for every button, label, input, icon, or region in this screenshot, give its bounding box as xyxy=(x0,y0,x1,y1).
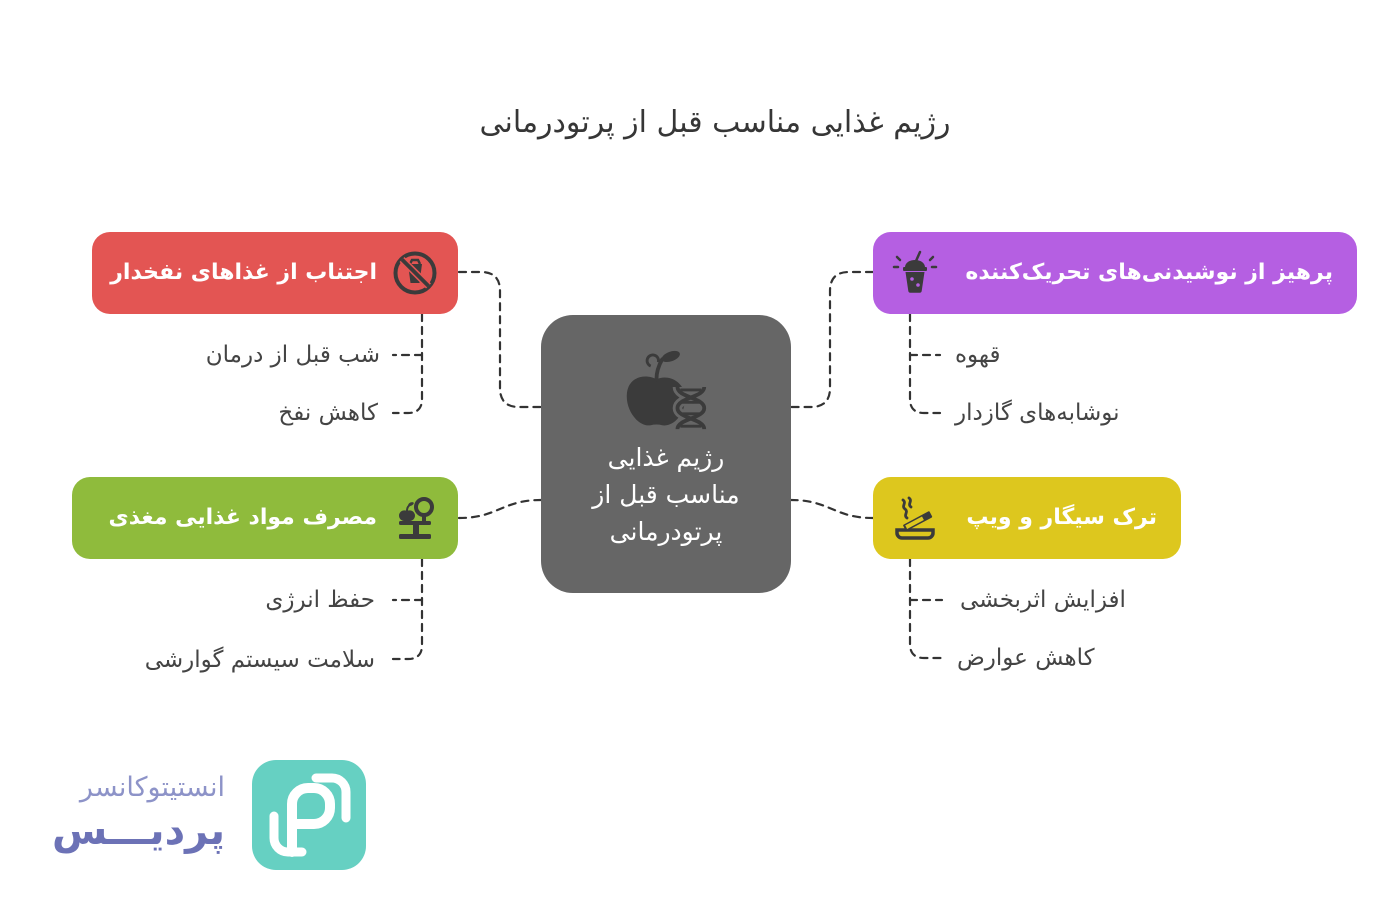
branch-quit-smoking: ترک سیگار و ویپ xyxy=(873,477,1181,559)
connector-gassy-foods-items xyxy=(391,312,424,415)
branch-label: پرهیز از نوشیدنی‌های تحریک‌کننده xyxy=(965,260,1333,285)
connector-center-to-nutritious-foods xyxy=(457,498,543,520)
no-food-icon xyxy=(391,249,439,297)
logo-name-top: انستیتوکانسر xyxy=(79,772,225,803)
branch-item-coffee: قهوه xyxy=(955,342,1001,368)
branch-avoid-gassy-foods: اجتناب از غذاهای نفخدار xyxy=(92,232,458,314)
central-topic-line: پرتودرمانی xyxy=(609,517,723,546)
central-topic-label: رژیم غذایی مناسب قبل از پرتودرمانی xyxy=(592,439,739,550)
apple-dna-icon xyxy=(618,345,714,431)
branch-item-reduce-bloating: کاهش نفخ xyxy=(278,400,378,426)
branch-label: اجتناب از غذاهای نفخدار xyxy=(110,260,377,285)
logo-name-bottom: پردیـــس xyxy=(51,808,225,854)
branch-label: مصرف مواد غذایی مغذی xyxy=(108,505,377,530)
pardis-logo-icon xyxy=(252,760,366,870)
branch-item-reduce-side-effects: کاهش عوارض xyxy=(957,645,1095,671)
cigarette-ashtray-icon xyxy=(891,494,939,542)
connector-quit-smoking-items xyxy=(908,557,944,660)
central-topic-node: رژیم غذایی مناسب قبل از پرتودرمانی xyxy=(541,315,791,593)
branch-item-digestive-health: سلامت سیستم گوارشی xyxy=(144,647,375,673)
branch-item-night-before-treatment: شب قبل از درمان xyxy=(205,342,380,368)
connector-nutritious-foods-items xyxy=(391,557,424,661)
soda-cup-icon xyxy=(891,249,939,297)
branch-item-soft-drinks: نوشابه‌های گازدار xyxy=(955,400,1120,426)
branch-avoid-stimulant-drinks: پرهیز از نوشیدنی‌های تحریک‌کننده xyxy=(873,232,1357,314)
branch-label: ترک سیگار و ویپ xyxy=(966,505,1157,530)
diagram-title: رژیم غذایی مناسب قبل از پرتودرمانی xyxy=(479,105,951,140)
branch-item-increase-effectiveness: افزایش اثربخشی xyxy=(960,587,1126,613)
connector-stimulant-drinks-items xyxy=(908,312,942,415)
connector-center-to-avoid-stimulant-drinks xyxy=(789,270,875,409)
branch-item-maintain-energy: حفظ انرژی xyxy=(265,587,375,613)
nutrition-scale-icon xyxy=(391,494,439,542)
connector-center-to-quit-smoking xyxy=(789,498,875,520)
central-topic-line: مناسب قبل از xyxy=(592,480,740,509)
branch-nutritious-foods: مصرف مواد غذایی مغذی xyxy=(72,477,458,559)
connector-center-to-avoid-gassy-foods xyxy=(457,270,543,409)
central-topic-line: رژیم غذایی xyxy=(607,443,725,472)
